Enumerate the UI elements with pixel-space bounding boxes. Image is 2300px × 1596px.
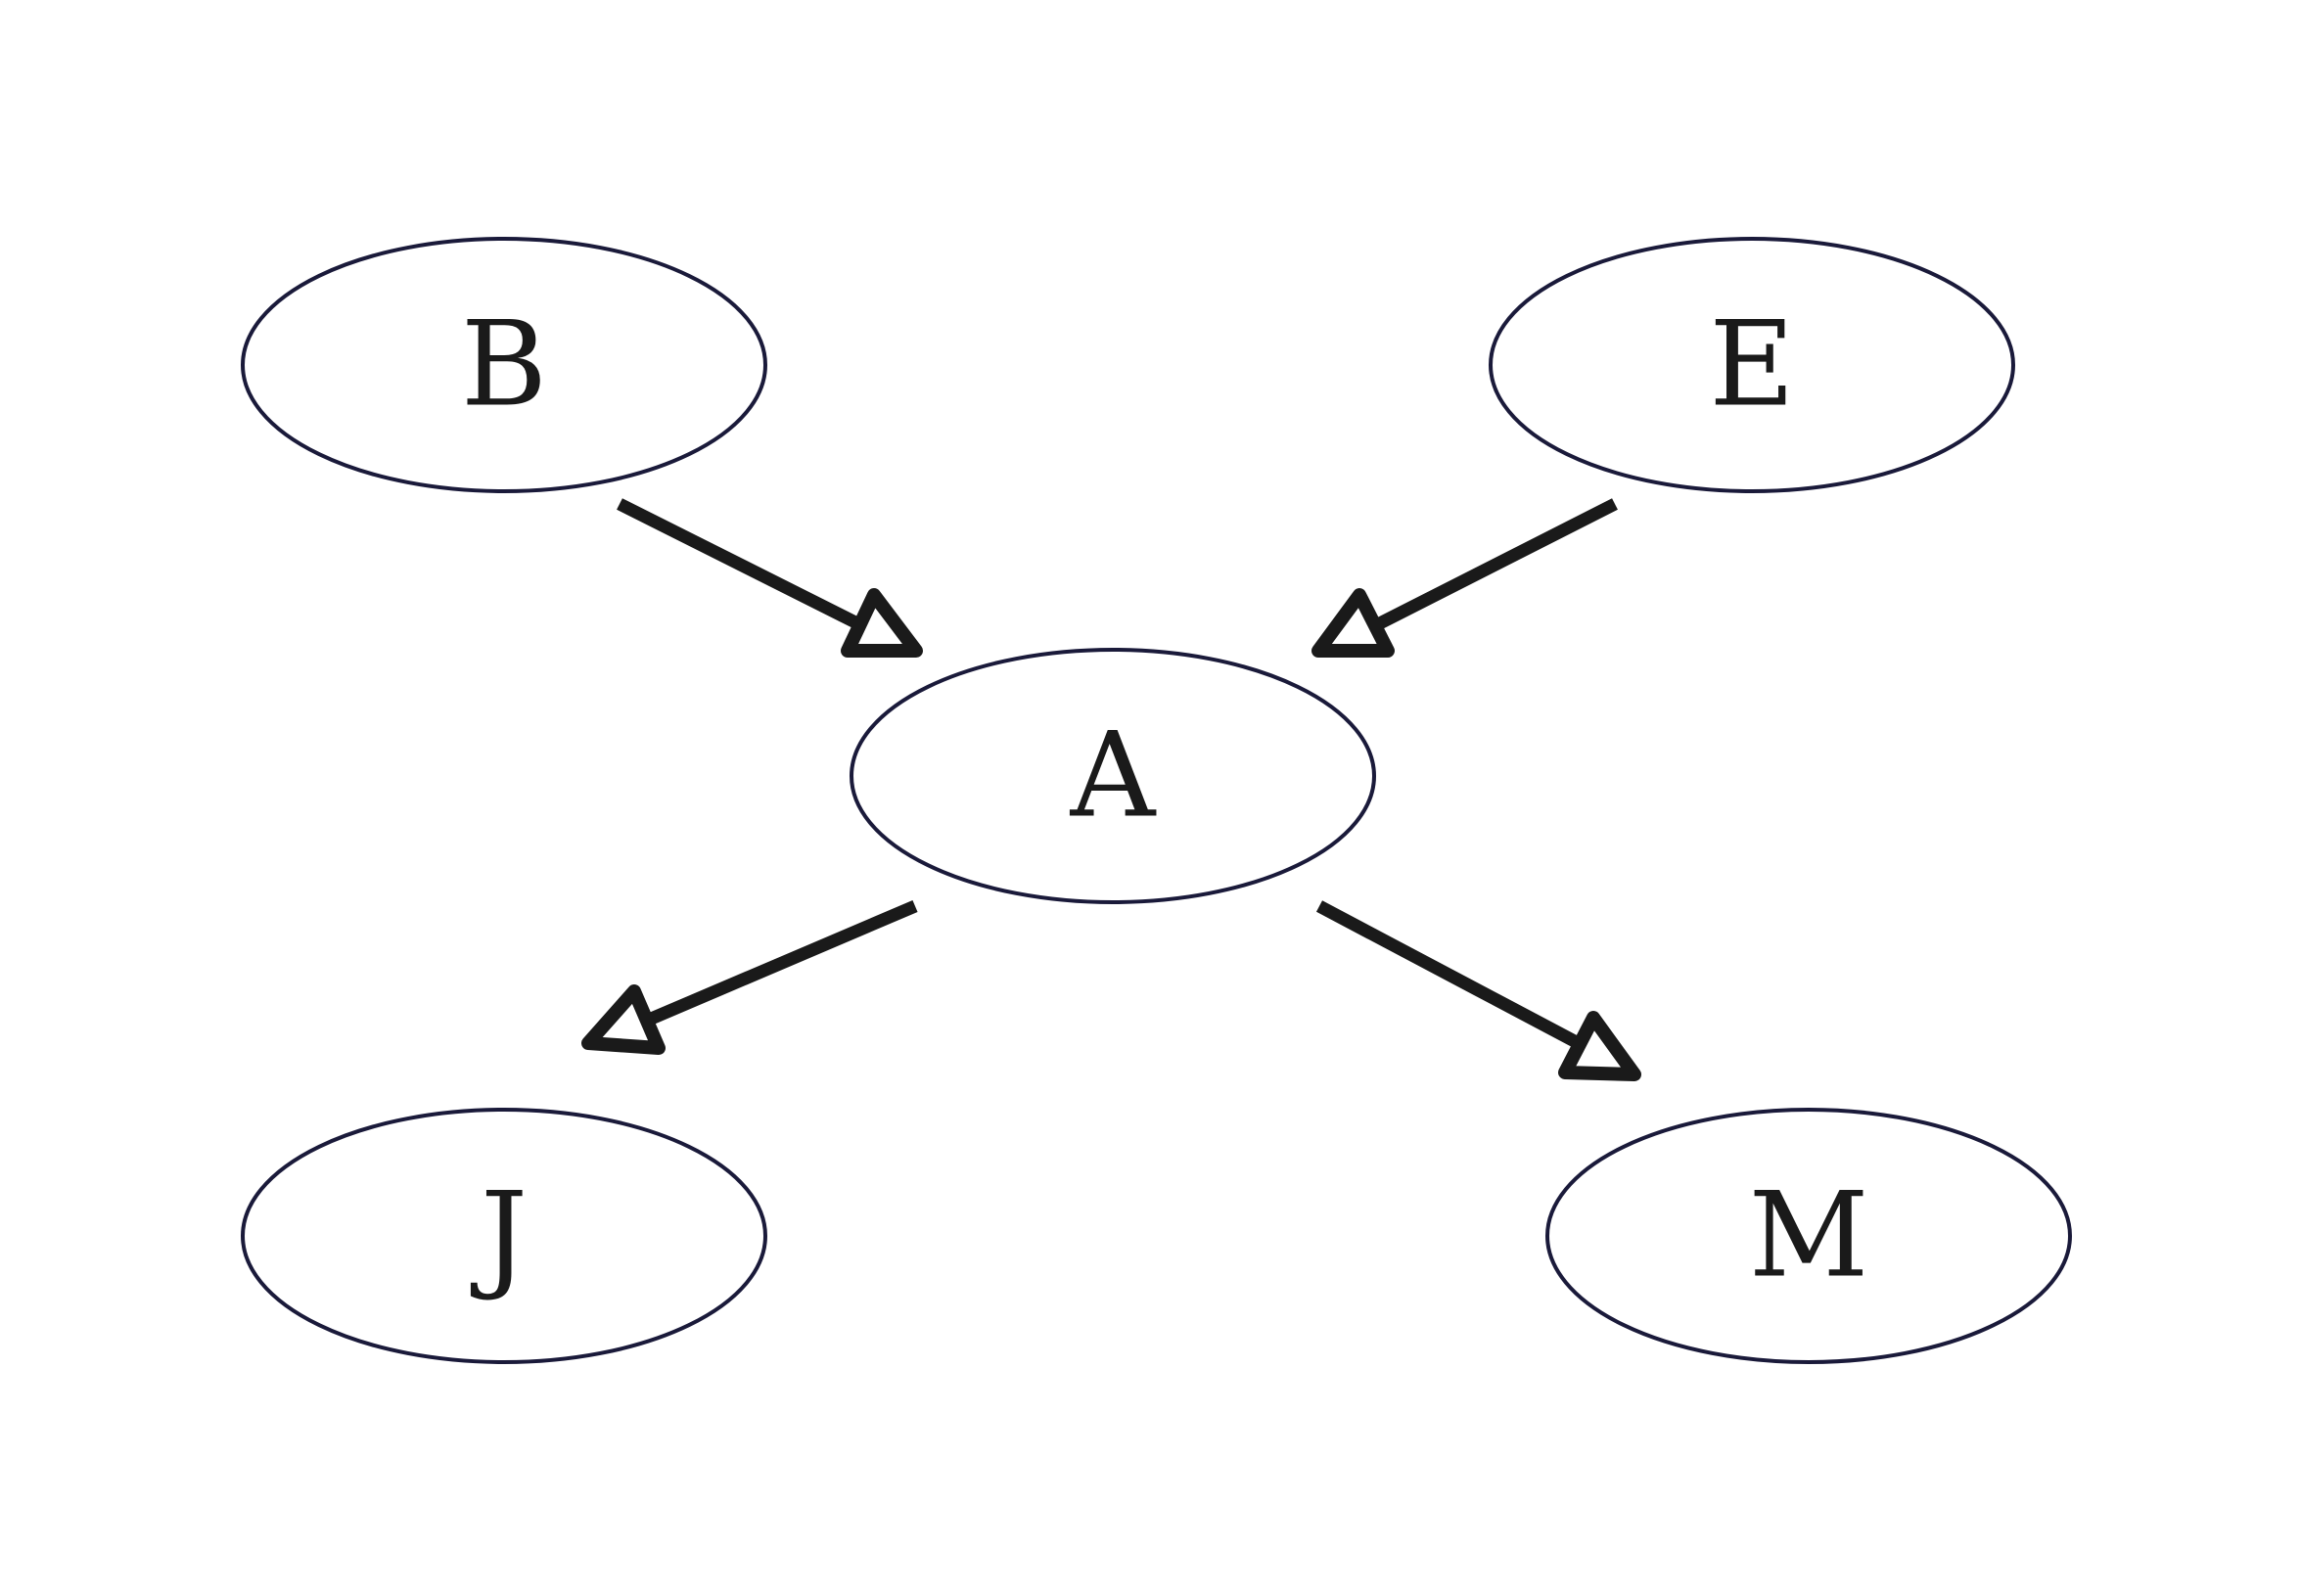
node-a: A: [850, 648, 1376, 904]
edge-a-to-m: [1315, 900, 1641, 1081]
node-m-label: M: [1749, 1168, 1869, 1304]
edges: [581, 498, 1641, 1081]
node-e: E: [1489, 237, 2015, 493]
node-j: J: [241, 1108, 767, 1364]
node-m: M: [1545, 1108, 2072, 1364]
nodes: B E A J M: [241, 237, 2072, 1364]
node-e-label: E: [1709, 297, 1795, 433]
edge-e-to-a: [1311, 498, 1618, 658]
node-b-label: B: [461, 297, 547, 433]
edge-b-to-a: [617, 498, 923, 658]
node-b: B: [241, 237, 767, 493]
edge-a-to-j: [581, 900, 918, 1055]
node-a-label: A: [1070, 708, 1157, 844]
